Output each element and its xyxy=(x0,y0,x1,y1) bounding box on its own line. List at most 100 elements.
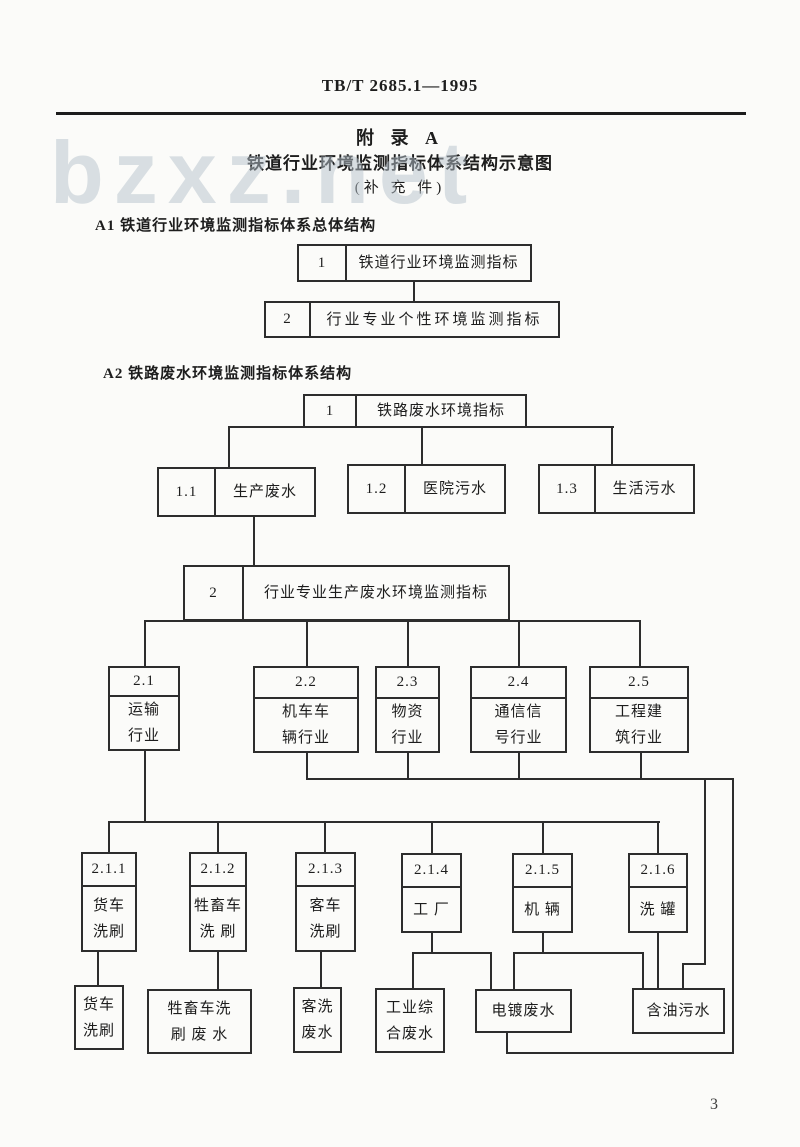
connector xyxy=(217,823,219,852)
node-a1-1: 1 铁道行业环境监测指标 xyxy=(297,244,532,282)
connector xyxy=(611,426,613,464)
connector xyxy=(640,753,642,778)
node-number: 2.1.1 xyxy=(83,854,135,887)
connector xyxy=(513,954,515,989)
node-label: 洗 罐 xyxy=(639,901,677,918)
connector xyxy=(108,823,110,852)
node-number: 2.1.2 xyxy=(191,854,245,887)
connector xyxy=(108,821,660,823)
node-2-2: 2.2 机车车 辆行业 xyxy=(253,666,359,753)
node-passenger-washing-wastewater: 客洗 废水 xyxy=(293,987,342,1053)
node-label: 机 辆 xyxy=(524,901,561,918)
node-2-1-3: 2.1.3 客车 洗刷 xyxy=(295,852,356,952)
node-label: 含油污水 xyxy=(646,1003,711,1019)
connector xyxy=(506,1052,734,1054)
connector xyxy=(144,620,641,622)
connector xyxy=(407,753,409,778)
node-label: 客车 洗刷 xyxy=(309,897,342,940)
connector xyxy=(682,965,684,988)
node-number: 1 xyxy=(305,396,357,426)
node-number: 2.1 xyxy=(110,668,178,697)
node-2-4: 2.4 通信信 号行业 xyxy=(470,666,567,753)
connector xyxy=(144,622,146,666)
connector xyxy=(682,963,706,965)
section-a2-heading: A2 铁路废水环境监测指标体系结构 xyxy=(103,366,353,382)
connector xyxy=(412,952,492,954)
node-number: 2.1.5 xyxy=(514,855,571,888)
node-industrial-mixed-wastewater: 工业综 合废水 xyxy=(375,988,445,1053)
node-1: 1 铁路废水环境指标 xyxy=(303,394,527,428)
connector xyxy=(431,823,433,853)
connector xyxy=(228,426,230,467)
node-label: 货车 洗刷 xyxy=(82,996,115,1039)
connector xyxy=(306,753,308,778)
connector xyxy=(306,778,734,780)
connector xyxy=(732,780,734,1052)
node-2-1-4: 2.1.4 工 厂 xyxy=(401,853,462,933)
node-number: 2.1.3 xyxy=(297,854,354,887)
connector xyxy=(542,933,544,952)
node-number: 2.2 xyxy=(255,668,357,699)
connector xyxy=(228,426,614,428)
connector xyxy=(97,952,99,985)
node-livestock-car-washing-wastewater: 牲畜车洗 刷 废 水 xyxy=(147,989,252,1054)
node-2-1: 2.1 运输 行业 xyxy=(108,666,180,751)
node-label: 机车车 辆行业 xyxy=(281,704,330,746)
connector xyxy=(518,753,520,778)
standard-code: TB/T 2685.1—1995 xyxy=(321,76,479,95)
connector xyxy=(144,751,146,821)
node-number: 2.1.6 xyxy=(630,855,686,888)
connector xyxy=(490,954,492,989)
node-label: 货车 洗刷 xyxy=(92,897,125,940)
connector xyxy=(324,823,326,852)
node-label: 医院污水 xyxy=(422,481,487,497)
connector xyxy=(306,622,308,666)
connector xyxy=(542,823,544,853)
node-2-1-6: 2.1.6 洗 罐 xyxy=(628,853,688,933)
connector xyxy=(642,954,644,988)
node-electroplating-wastewater: 电镀废水 xyxy=(475,989,572,1033)
node-freight-washing: 货车 洗刷 xyxy=(74,985,124,1050)
node-label: 生产废水 xyxy=(232,484,297,500)
node-oily-sewage: 含油污水 xyxy=(632,988,725,1034)
node-label: 生活污水 xyxy=(612,481,677,497)
node-2-1-2: 2.1.2 牲畜车 洗 刷 xyxy=(189,852,247,952)
node-label: 电镀废水 xyxy=(491,1003,556,1019)
node-label: 铁路废水环境指标 xyxy=(376,403,505,419)
connector xyxy=(413,282,415,301)
node-1-1: 1.1 生产废水 xyxy=(157,467,316,517)
node-label: 行业专业个性环境监测指标 xyxy=(326,311,543,328)
connector xyxy=(320,952,322,987)
connector xyxy=(421,428,423,464)
connector xyxy=(217,952,219,989)
node-number: 2 xyxy=(185,567,244,619)
connector xyxy=(253,517,255,565)
connector xyxy=(407,622,409,666)
node-number: 2.3 xyxy=(377,668,438,699)
node-label: 牲畜车洗 刷 废 水 xyxy=(167,1000,232,1043)
node-label: 行业专业生产废水环境监测指标 xyxy=(263,585,488,601)
connector xyxy=(657,823,659,853)
node-number: 2.1.4 xyxy=(403,855,460,888)
connector xyxy=(431,933,433,952)
node-label: 铁道行业环境监测指标 xyxy=(358,255,519,271)
connector xyxy=(704,780,706,963)
connector xyxy=(513,952,644,954)
node-2-5: 2.5 工程建 筑行业 xyxy=(589,666,689,753)
connector xyxy=(518,622,520,666)
header-rule xyxy=(56,112,746,115)
node-number: 1.2 xyxy=(349,466,406,512)
node-1-3: 1.3 生活污水 xyxy=(538,464,695,514)
node-label: 牲畜车 洗 刷 xyxy=(193,897,242,940)
node-number: 1.3 xyxy=(540,466,596,512)
node-label: 物资 行业 xyxy=(391,704,424,746)
node-a1-2: 2 行业专业个性环境监测指标 xyxy=(264,301,560,338)
node-number: 2.5 xyxy=(591,668,687,699)
connector xyxy=(506,1033,508,1052)
node-number: 1.1 xyxy=(159,469,216,515)
supplement-note: (补 充 件) xyxy=(354,180,446,196)
connector xyxy=(657,933,659,988)
node-label: 客洗 废水 xyxy=(301,999,334,1041)
node-label: 运输 行业 xyxy=(127,702,160,744)
node-label: 通信信 号行业 xyxy=(494,704,543,746)
